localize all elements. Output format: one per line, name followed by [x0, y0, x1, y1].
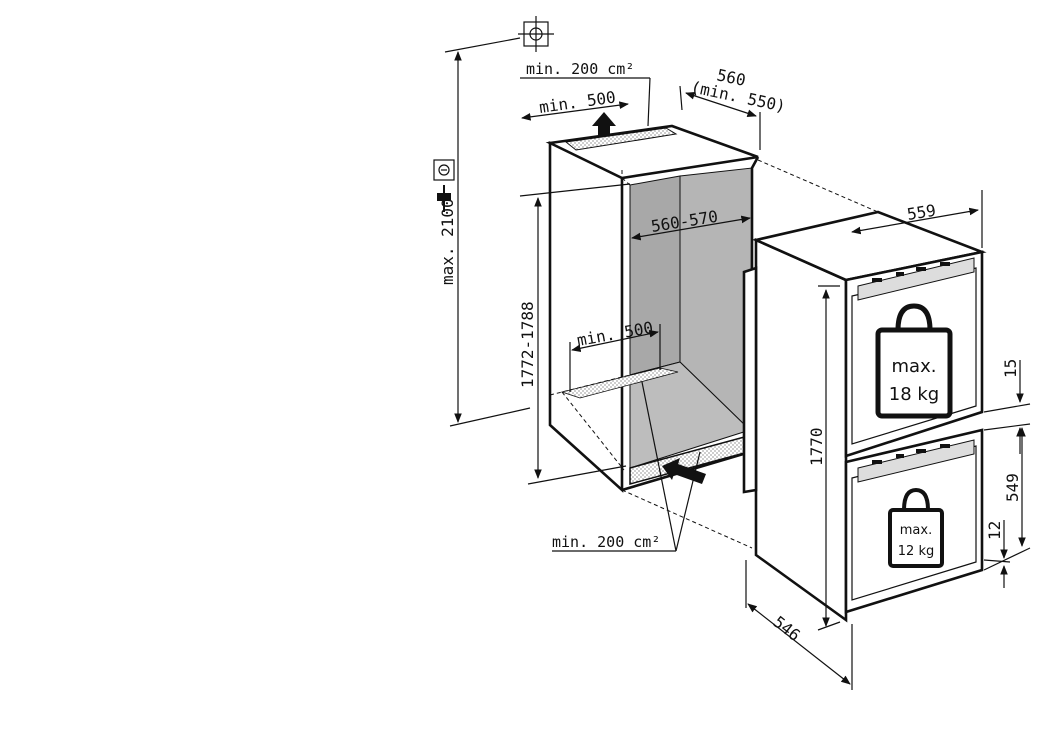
bottom-vent-area-label: min. 200 cm²	[552, 533, 660, 551]
niche-height-label: 1772-1788	[518, 301, 537, 388]
water-connection-icon	[518, 16, 554, 52]
upper-weight-value: 18 kg	[889, 384, 939, 405]
appliance-depth-label: 546	[770, 612, 804, 645]
niche-right-jamb	[750, 156, 760, 270]
lower-weight-value: 12 kg	[898, 544, 934, 559]
air-flow-arrow-icon	[662, 458, 706, 484]
electrical-outlet-icon	[433, 159, 455, 181]
floor-vent-strip	[560, 367, 679, 399]
top-vent-area-label: min. 200 cm²	[526, 60, 634, 78]
lower-weight-max: max.	[900, 523, 932, 538]
weight-icon-lower: max. 12 kg	[888, 487, 944, 568]
niche-left-side	[548, 141, 624, 493]
max-height-ref-line-bottom	[449, 407, 531, 427]
air-flow-arrow-icon	[592, 112, 616, 136]
appliance-height-label: 1770	[807, 427, 826, 466]
upper-weight-max: max.	[892, 356, 937, 377]
top-vent-slot	[564, 127, 678, 151]
niche-back-wall	[629, 175, 681, 376]
weight-icon-upper: max. 18 kg	[875, 303, 953, 419]
max-height-label: max. 2100	[438, 198, 457, 285]
top-depth-label: min. 500	[538, 87, 617, 117]
gap-top-label: 15	[1001, 359, 1020, 378]
freezer-control-panel	[857, 439, 975, 483]
freezer-door-height-label: 549	[1003, 473, 1022, 502]
appliance-width-label: 559	[906, 201, 938, 224]
appliance-door-hinge-side	[742, 266, 758, 494]
max-height-ref-line-top	[444, 37, 521, 53]
plug-icon	[437, 185, 451, 212]
fridge-control-panel	[857, 257, 975, 301]
appliance-side	[754, 237, 848, 623]
gap-bottom-label: 12	[985, 521, 1004, 540]
